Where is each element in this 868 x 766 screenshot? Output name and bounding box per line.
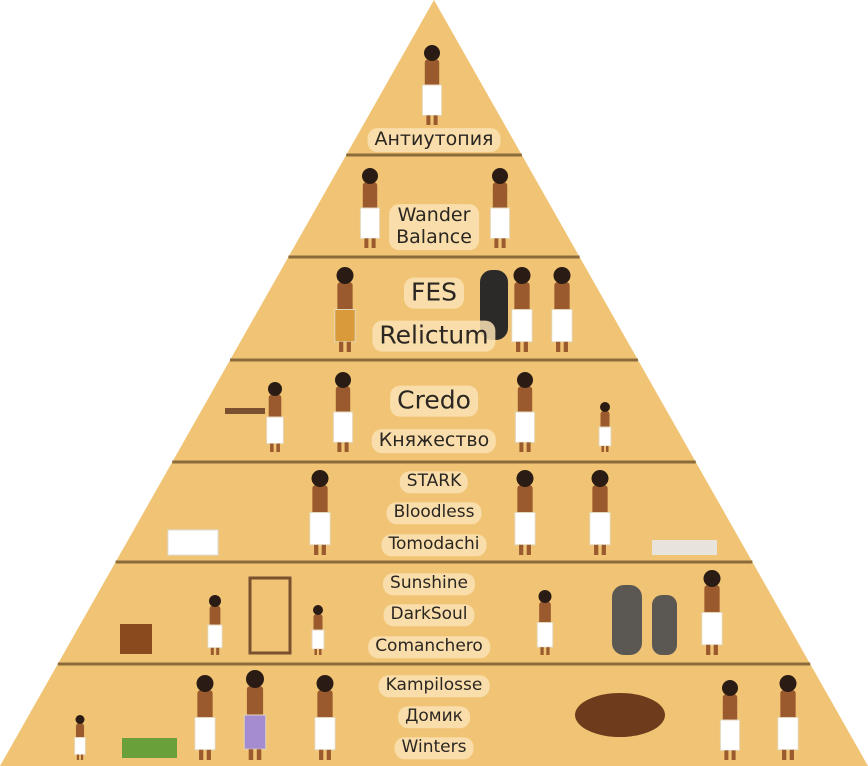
egyptian-figure-icon	[598, 402, 612, 452]
egyptian-figure-icon	[314, 675, 336, 760]
egyptian-figure-icon	[551, 267, 573, 352]
egyptian-figure-icon	[266, 382, 284, 452]
tier-1-label: Антиутопия	[367, 128, 501, 152]
egyptian-figure-icon	[511, 267, 533, 352]
jars-icon	[167, 529, 219, 556]
tier-6-label: Sunshine	[383, 573, 475, 595]
egyptian-figure-icon	[74, 715, 86, 760]
egyptian-figure-icon	[359, 168, 381, 248]
ox-icon	[575, 693, 665, 737]
egyptian-figure-icon	[421, 45, 443, 125]
tier-5-label: Tomodachi	[381, 534, 487, 556]
tier-2-label: Balance	[396, 226, 472, 248]
tier-5-label: STARK	[399, 471, 469, 493]
tier-7-label: Winters	[394, 737, 474, 759]
statue-block-icon	[652, 595, 677, 655]
egyptian-figure-icon	[514, 372, 536, 452]
egyptian-figure-icon	[207, 595, 223, 655]
egyptian-figure-icon	[536, 590, 554, 655]
egyptian-figure-icon	[589, 470, 611, 555]
egyptian-figure-icon	[194, 675, 216, 760]
tier-4-label: Княжество	[371, 429, 497, 453]
tier-3-label: Relictum	[372, 320, 496, 352]
loom-icon	[248, 576, 292, 655]
cloth-stack-icon	[652, 540, 717, 555]
egyptian-figure-icon	[334, 267, 356, 352]
desk-icon	[225, 408, 265, 414]
egyptian-figure-icon	[489, 168, 511, 248]
egyptian-figure-icon	[332, 372, 354, 452]
tier-6-label: Comanchero	[368, 636, 490, 658]
tier-2-label: Wander	[397, 204, 471, 227]
basket-icon	[120, 624, 152, 654]
egyptian-figure-icon	[777, 675, 799, 760]
tier-6-label: DarkSoul	[383, 604, 475, 626]
tier-4-label: Credo	[390, 385, 478, 417]
statue-block-icon	[612, 585, 642, 655]
tier-7-label: Домик	[398, 706, 470, 728]
crops-icon	[122, 738, 177, 758]
tier-3-label: FES	[403, 277, 465, 309]
egyptian-figure-icon	[514, 470, 536, 555]
egyptian-figure-icon	[243, 670, 267, 760]
egyptian-figure-icon	[701, 570, 723, 655]
tier-2-label-group: Wander Balance	[389, 204, 479, 250]
tier-5-label: Bloodless	[386, 502, 482, 524]
egyptian-figure-icon	[311, 605, 325, 655]
tier-7-label: Kampilosse	[378, 675, 490, 697]
egyptian-figure-icon	[309, 470, 331, 555]
egyptian-figure-icon	[719, 680, 741, 760]
